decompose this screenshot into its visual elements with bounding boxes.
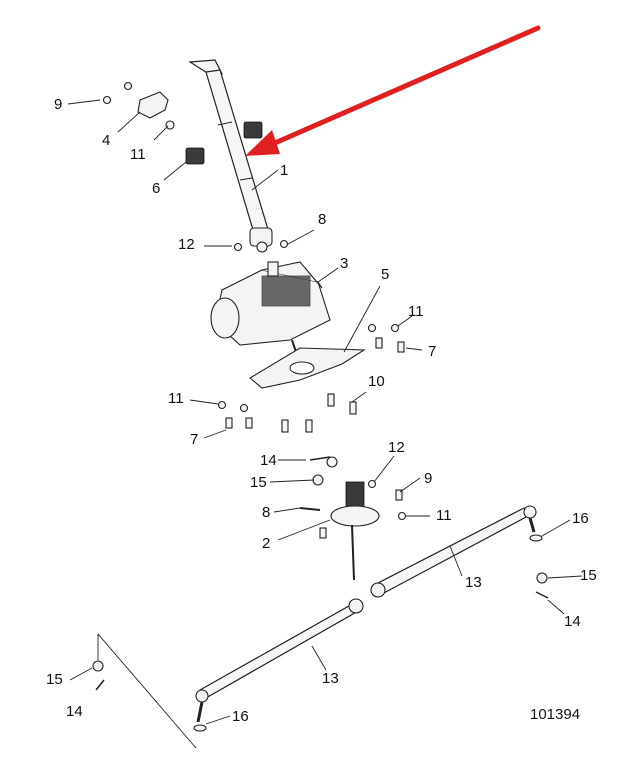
callout-4: 4 (102, 132, 110, 149)
callout-15: 15 (250, 474, 267, 491)
callout-15: 15 (46, 671, 63, 688)
callout-14: 14 (260, 452, 277, 469)
steering-shaft (188, 59, 273, 253)
callout-13: 13 (465, 574, 482, 591)
callout-9: 9 (424, 470, 432, 487)
callout-13: 13 (322, 670, 339, 687)
mount-bracket (102, 81, 175, 130)
callout-6: 6 (152, 180, 160, 197)
assembly-lines (97, 633, 197, 749)
callout-10: 10 (368, 373, 385, 390)
leader-lines (67, 99, 583, 725)
callout-3: 3 (340, 255, 348, 272)
tie-rods (193, 505, 543, 732)
callout-7: 7 (190, 431, 198, 448)
callout-12: 12 (388, 439, 405, 456)
cotter-and-nuts (92, 456, 549, 691)
pointer-arrow (245, 25, 541, 156)
callout-1: 1 (280, 162, 288, 179)
callout-7: 7 (428, 343, 436, 360)
callout-14: 14 (564, 613, 581, 630)
plate-hardware (217, 323, 405, 433)
callout-11: 11 (168, 390, 184, 407)
clamp-block (185, 121, 263, 165)
callout-5: 5 (381, 266, 389, 283)
callout-9: 9 (54, 96, 62, 113)
shaft-hardware (233, 239, 289, 252)
callout-16: 16 (232, 708, 249, 725)
callout-11: 11 (408, 303, 424, 320)
callouts: 9 4 11 6 1 12 8 3 5 11 7 10 11 7 14 12 1… (46, 96, 597, 725)
callout-8: 8 (262, 504, 270, 521)
gearbox (210, 261, 331, 353)
callout-12: 12 (178, 236, 195, 253)
callout-15: 15 (580, 567, 597, 584)
callout-16: 16 (572, 510, 589, 527)
pivot-arm (299, 456, 407, 581)
mount-plate (249, 347, 366, 389)
callout-14: 14 (66, 703, 83, 720)
callout-11: 11 (130, 146, 146, 163)
drawing-number: 101394 (530, 706, 580, 723)
callout-11: 11 (436, 507, 452, 524)
callout-2: 2 (262, 535, 270, 552)
callout-8: 8 (318, 211, 326, 228)
